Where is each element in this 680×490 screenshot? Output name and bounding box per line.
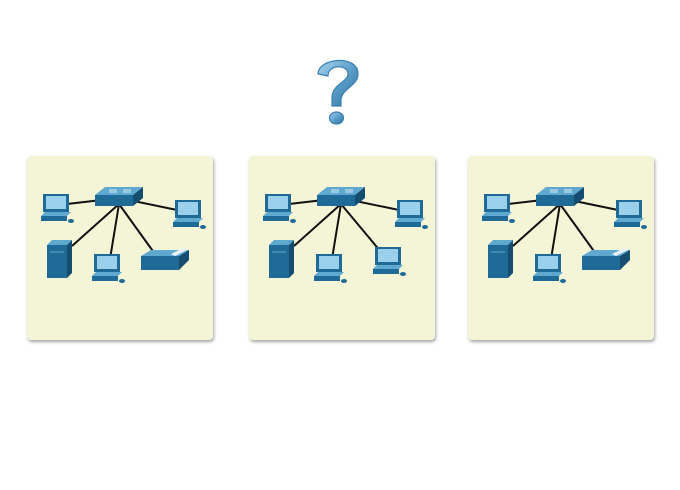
pc-icon [263,194,296,223]
network-panel-3 [468,156,654,340]
pc-icon [482,194,515,223]
network-diagram-3 [482,187,647,283]
pc-icon [395,200,428,229]
switch-icon [95,187,143,206]
network-diagram-2 [263,187,428,283]
pc-icon [173,200,206,229]
cable-lines [507,197,619,260]
network-panel-1 [27,156,213,340]
question-mark-icon [310,52,366,132]
pc-icon [314,254,347,283]
cable-lines [66,197,178,260]
pc-icon [373,247,406,276]
printer-icon [141,248,189,270]
pc-icon [92,254,125,283]
printer-icon [582,248,630,270]
switch-icon [317,187,365,206]
pc-icon [41,194,74,223]
pc-icon [614,200,647,229]
network-diagram-1 [41,187,206,283]
server-icon [47,240,72,278]
pc-icon [533,254,566,283]
server-icon [269,240,294,278]
switch-icon [536,187,584,206]
network-panel-2 [249,156,435,340]
server-icon [488,240,513,278]
